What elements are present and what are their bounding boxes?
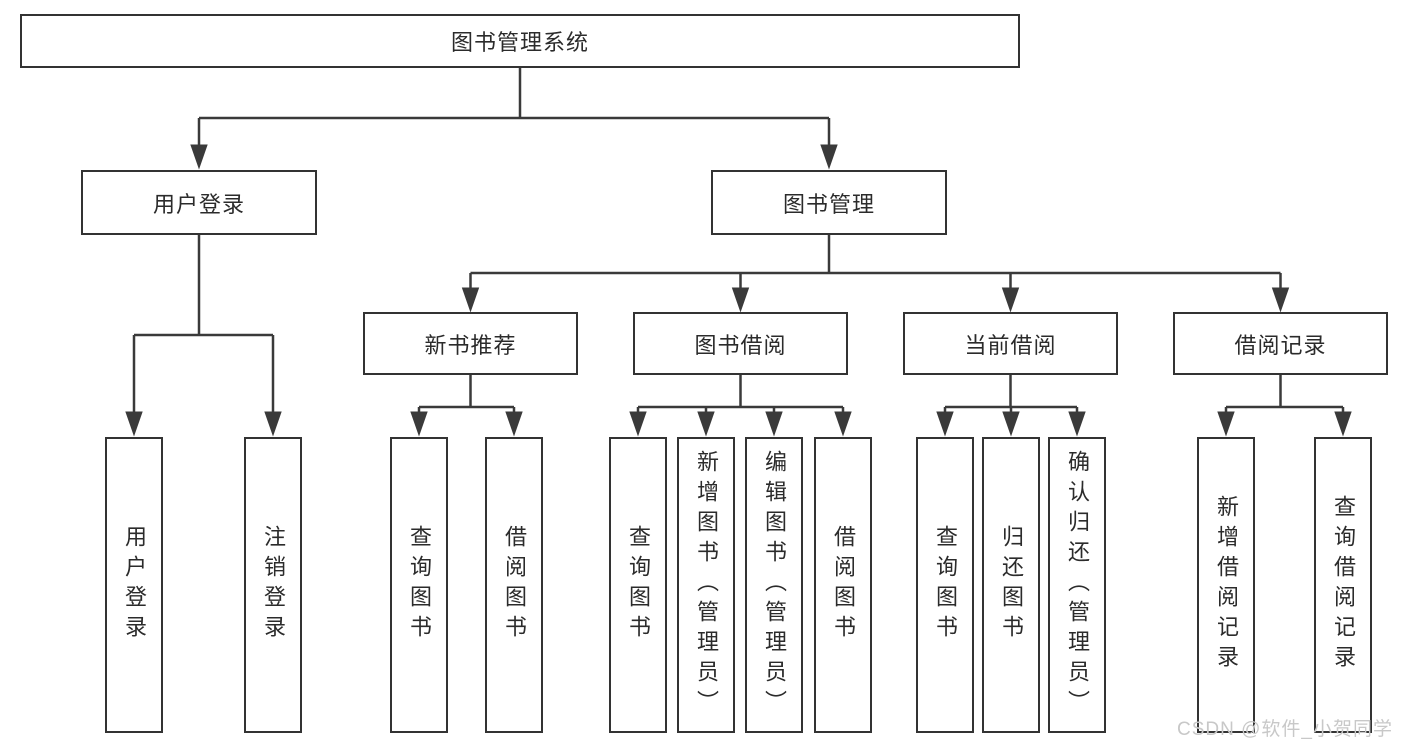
leaf-label: 确认归还（管理员）	[1065, 450, 1090, 720]
arrowhead-icon	[190, 144, 208, 170]
arrowhead-icon	[1001, 287, 1020, 313]
leaf-logout: 注销登录	[244, 437, 302, 733]
arrowhead-icon	[731, 287, 750, 313]
node-new-book-recommendation: 新书推荐	[363, 312, 578, 375]
arrowhead-icon	[1002, 411, 1020, 437]
watermark: CSDN @软件_小贺同学	[1177, 719, 1393, 740]
arrowhead-icon	[1068, 411, 1086, 437]
arrowhead-icon	[629, 411, 647, 437]
arrowhead-icon	[461, 287, 480, 313]
arrowhead-icon	[765, 411, 783, 437]
leaf-query-books-borrowing: 查询图书	[609, 437, 667, 733]
leaf-label: 查询图书	[933, 525, 958, 645]
leaf-add-borrow-record: 新增借阅记录	[1197, 437, 1255, 733]
leaf-edit-book-admin: 编辑图书（管理员）	[745, 437, 803, 733]
leaf-label: 编辑图书（管理员）	[762, 450, 787, 720]
arrowhead-icon	[125, 411, 143, 437]
arrowhead-icon	[264, 411, 282, 437]
leaf-query-books-current: 查询图书	[916, 437, 974, 733]
leaf-label: 借阅图书	[502, 525, 527, 645]
leaf-query-borrow-record: 查询借阅记录	[1314, 437, 1372, 733]
leaf-borrow-books: 借阅图书	[814, 437, 872, 733]
node-book-borrowing: 图书借阅	[633, 312, 848, 375]
leaf-user-login: 用户登录	[105, 437, 163, 733]
leaf-label: 用户登录	[122, 525, 147, 645]
node-current-borrowing: 当前借阅	[903, 312, 1118, 375]
arrowhead-icon	[697, 411, 715, 437]
leaf-label: 新增借阅记录	[1214, 495, 1239, 675]
arrowhead-icon	[1334, 411, 1352, 437]
arrowhead-icon	[1217, 411, 1235, 437]
arrowhead-icon	[1271, 287, 1290, 313]
arrowhead-icon	[936, 411, 954, 437]
node-borrowing-records: 借阅记录	[1173, 312, 1388, 375]
leaf-label: 归还图书	[999, 525, 1024, 645]
leaf-label: 查询图书	[626, 525, 651, 645]
leaf-borrow-books-recommend: 借阅图书	[485, 437, 543, 733]
leaf-return-books: 归还图书	[982, 437, 1040, 733]
leaf-label: 借阅图书	[831, 525, 856, 645]
leaf-label: 查询图书	[407, 525, 432, 645]
arrowhead-icon	[834, 411, 852, 437]
leaf-add-book-admin: 新增图书（管理员）	[677, 437, 735, 733]
arrowhead-icon	[820, 144, 838, 170]
leaf-label: 新增图书（管理员）	[694, 450, 719, 720]
leaf-label: 注销登录	[261, 525, 286, 645]
leaf-label: 查询借阅记录	[1331, 495, 1356, 675]
leaf-confirm-return-admin: 确认归还（管理员）	[1048, 437, 1106, 733]
node-library-management-system: 图书管理系统	[20, 14, 1020, 68]
node-book-management: 图书管理	[711, 170, 947, 235]
node-user-login: 用户登录	[81, 170, 317, 235]
leaf-query-books-recommend: 查询图书	[390, 437, 448, 733]
connector-path	[132, 68, 1345, 413]
arrowhead-icon	[410, 411, 428, 437]
arrowhead-icon	[505, 411, 523, 437]
